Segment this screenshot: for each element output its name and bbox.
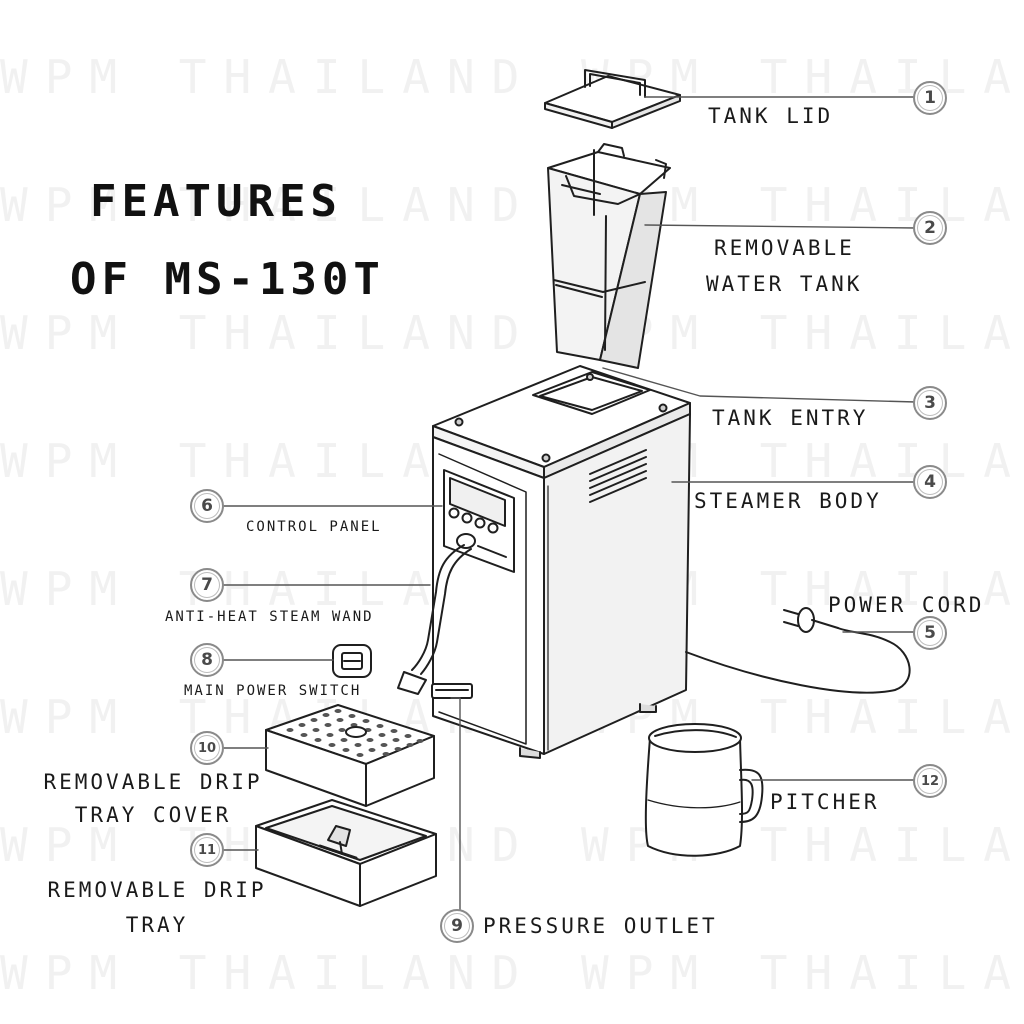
leader-lines <box>221 96 917 911</box>
power-cord <box>685 607 911 694</box>
label-pitcher: PITCHER <box>770 790 880 814</box>
callout-badge-5: 5 <box>913 616 947 650</box>
callout-badge-1: 1 <box>913 81 947 115</box>
label-drip-tray-2: TRAY <box>125 913 189 937</box>
label-tank-lid: TANK LID <box>708 104 834 128</box>
tank-lid <box>544 69 681 129</box>
label-drip-tray-cover-2: TRAY COVER <box>74 803 232 827</box>
title-line-1: FEATURES <box>90 176 342 227</box>
label-water-tank-2: WATER TANK <box>706 272 863 296</box>
callout-badge-10: 10 <box>190 731 224 765</box>
drip-tray-cover <box>265 704 435 807</box>
water-tank <box>547 143 671 369</box>
label-control-panel: CONTROL PANEL <box>246 519 382 535</box>
label-water-tank-1: REMOVABLE <box>714 236 855 260</box>
label-power-switch: MAIN POWER SWITCH <box>184 683 362 699</box>
callout-badge-3: 3 <box>913 386 947 420</box>
callout-badge-11: 11 <box>190 833 224 867</box>
label-power-cord: POWER CORD <box>828 593 985 617</box>
label-steam-wand: ANTI-HEAT STEAM WAND <box>165 609 374 625</box>
steam-wand <box>397 544 472 695</box>
callout-badge-8: 8 <box>190 643 224 677</box>
title-line-2: OF MS-130T <box>70 254 385 305</box>
milk-pitcher <box>644 723 764 857</box>
switch-callout-icon <box>332 644 372 678</box>
callout-badge-12: 12 <box>913 764 947 798</box>
watermark-row: WPM THAILAND WPM THAILAND <box>0 306 1024 360</box>
label-pressure-outlet: PRESSURE OUTLET <box>483 914 718 938</box>
watermark-row: WPM THAILAND WPM THAILAND <box>0 946 1024 1000</box>
callout-badge-2: 2 <box>913 211 947 245</box>
callout-badge-4: 4 <box>913 465 947 499</box>
watermark-row: WPM THAILAND WPM THAILAND <box>0 818 1024 872</box>
callout-badge-6: 6 <box>190 489 224 523</box>
steamer-body <box>432 365 691 759</box>
label-steamer-body: STEAMER BODY <box>694 489 882 513</box>
label-drip-tray-1: REMOVABLE DRIP <box>47 878 267 902</box>
callout-badge-9: 9 <box>440 909 474 943</box>
watermark-row: WPM THAILAND WPM THAILAND <box>0 50 1024 104</box>
watermark-row: WPM THAILAND WPM THAILAND <box>0 178 1024 232</box>
callout-badge-7: 7 <box>190 568 224 602</box>
label-drip-tray-cover-1: REMOVABLE DRIP <box>43 770 263 794</box>
label-tank-entry: TANK ENTRY <box>712 406 869 430</box>
power-switch <box>431 683 473 699</box>
drip-tray <box>255 799 437 907</box>
